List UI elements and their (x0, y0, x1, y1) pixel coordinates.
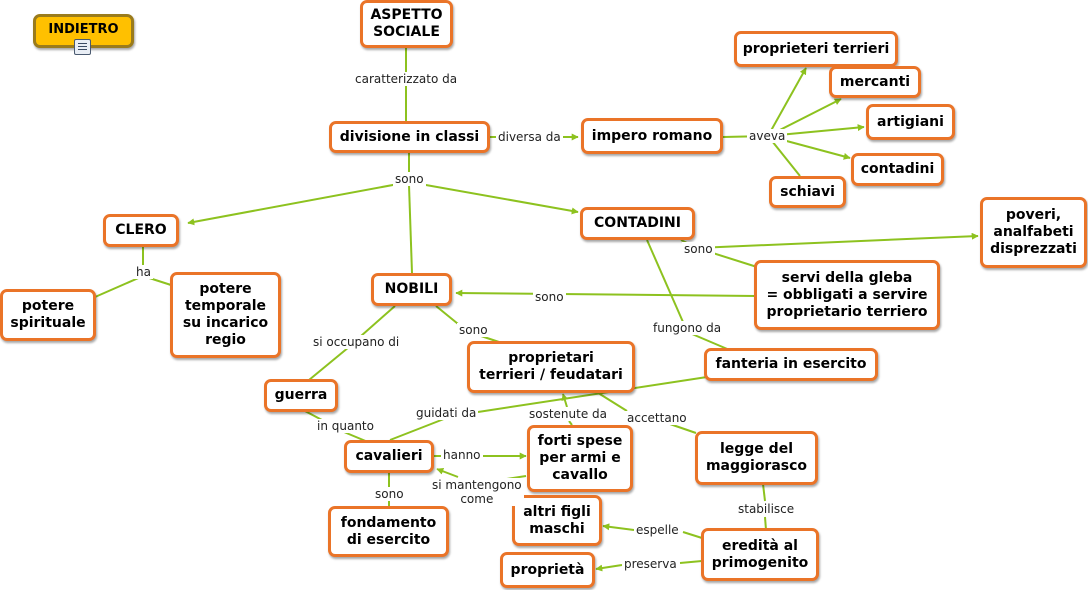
edge-sono-clero (187, 181, 410, 226)
edge-nobili-occupano (360, 305, 396, 337)
edge-sostenute-feudatari (561, 393, 569, 408)
edge-stabilisce-eredita (764, 516, 767, 531)
document-icon[interactable] (74, 39, 91, 55)
edge-sono-nobili (408, 184, 413, 274)
edge-sostenute-spese (568, 420, 573, 426)
node-nobili[interactable]: NOBILI (371, 273, 452, 306)
node-guerra[interactable]: guerra (264, 379, 338, 412)
edge-label-sono-cavalieri: sono (373, 487, 406, 501)
edge-eredita-espelle (682, 531, 703, 539)
edge-label-fungono: fungono da (651, 321, 724, 335)
node-fondamento-esercito[interactable]: fondamento di esercito (328, 506, 449, 557)
node-eredita-primogenito[interactable]: eredità al primogenito (701, 528, 819, 581)
node-clero[interactable]: CLERO (103, 214, 179, 247)
edge-preserva-proprieta (595, 564, 623, 572)
edge-sono-contadini (408, 181, 579, 215)
node-proprieta[interactable]: proprietà (500, 552, 595, 588)
node-proprieteri-terrieri[interactable]: proprieteri terrieri (734, 31, 898, 67)
back-button-label: INDIETRO (48, 22, 119, 37)
node-cavalieri[interactable]: cavalieri (344, 440, 434, 473)
edge-label-sono-contadini: sono (682, 242, 715, 256)
edge-fanteria-guidati (477, 376, 708, 413)
edge-aveva-proprietari (767, 67, 807, 137)
node-impero-romano[interactable]: impero romano (581, 118, 723, 154)
node-potere-temporale[interactable]: potere temporale su incarico regio (170, 272, 281, 358)
node-feudatari[interactable]: proprietari terrieri / feudatari (467, 341, 635, 393)
edge-label-ha: ha (134, 265, 153, 279)
edge-mantengono-cavalieri (436, 467, 459, 478)
edge-label-aveva: aveva (747, 129, 788, 143)
edge-ha-spirituale (94, 275, 144, 298)
node-fanteria[interactable]: fanteria in esercito (704, 348, 878, 381)
edge-label-in-quanto: in quanto (315, 419, 376, 433)
node-aspetto-sociale[interactable]: ASPETTO SOCIALE (360, 0, 453, 48)
node-forti-spese[interactable]: forti spese per armi e cavallo (527, 425, 633, 492)
edge-feudatari-accettano (594, 390, 628, 412)
edge-label-sono-main: sono (393, 172, 426, 186)
edge-label-sono-servi: sono (533, 290, 566, 304)
edge-eredita-preserva (679, 560, 703, 564)
node-potere-spirituale[interactable]: potere spirituale (0, 289, 96, 341)
node-schiavi[interactable]: schiavi (769, 176, 846, 208)
node-contadini[interactable]: CONTADINI (580, 207, 695, 240)
node-servi-della-gleba[interactable]: servi della gleba = obbligati a servire … (754, 260, 940, 330)
edge-occupano-guerra (308, 346, 350, 381)
edge-label-accettano: accettano (625, 411, 689, 425)
edge-label-si-occupano: si occupano di (311, 335, 402, 349)
edge-legge-stabilisce (762, 483, 766, 502)
edge-label-caratterizzato: caratterizzato da (353, 72, 460, 86)
edge-label-guidati: guidati da (414, 406, 479, 420)
edge-sono-poveri (696, 232, 979, 249)
edge-label-stabilisce: stabilisce (736, 502, 797, 516)
edge-servi-nobili (455, 289, 757, 297)
edge-label-sono-nobili: sono (457, 323, 490, 337)
node-altri-figli-maschi[interactable]: altri figli maschi (512, 495, 602, 546)
node-artigiani[interactable]: artigiani (866, 104, 955, 140)
edge-guidati-cavalieri (389, 416, 450, 441)
edge-label-si-mantengono: si mantengono come (430, 478, 524, 506)
edge-label-preserva: preserva (622, 557, 679, 571)
edge-espelle-altrifigli (602, 523, 635, 531)
edge-contadini-fungono (646, 239, 684, 323)
edge-label-sostenute: sostenute da (527, 407, 610, 421)
node-divisione-in-classi[interactable]: divisione in classi (329, 121, 490, 153)
node-poveri-analfabeti[interactable]: poveri, analfabeti disprezzati (980, 197, 1087, 268)
edge-guerra-inquanto (304, 410, 323, 421)
edge-label-hanno: hanno (441, 448, 483, 462)
node-legge-maggiorasco[interactable]: legge del maggiorasco (695, 431, 818, 485)
node-contadini-romani[interactable]: contadini (851, 153, 944, 186)
node-mercanti[interactable]: mercanti (829, 66, 921, 98)
edge-label-diversa: diversa da (496, 130, 563, 144)
edge-label-espelle: espelle (634, 523, 681, 537)
